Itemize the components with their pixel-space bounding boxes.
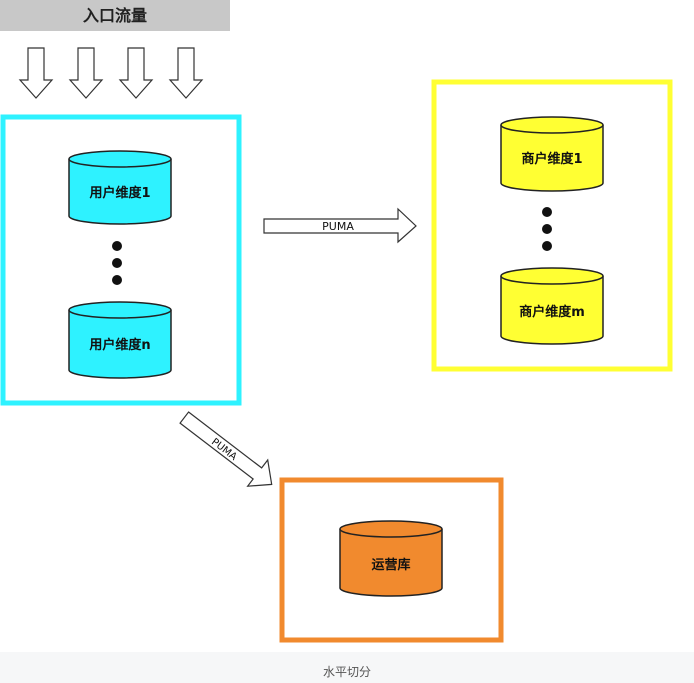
arrow-to-ops: PUMA — [179, 411, 273, 487]
merchant-db-bottom: 商户维度m — [500, 267, 604, 345]
user-db-bottom: 用户维度n — [68, 301, 172, 379]
arrow-to-merchant: PUMA — [263, 207, 417, 244]
caption-band — [0, 652, 694, 683]
down-arrow-icon — [18, 47, 54, 99]
database-icon — [68, 310, 172, 379]
merchant-db-bottom-label: 商户维度m — [519, 304, 585, 320]
sharding-diagram: 入口流量 用户维度1 用户维度n PUMA 商户维度1 — [0, 0, 673, 643]
database-icon — [500, 125, 604, 192]
user-db-bottom-label: 用户维度n — [88, 337, 150, 353]
down-arrow-icon — [118, 47, 154, 99]
diagonal-arrow-icon — [179, 411, 273, 487]
user-group-box — [0, 114, 242, 406]
database-icon — [68, 159, 172, 225]
user-db-top: 用户维度1 — [68, 150, 172, 225]
merchant-db-top-label: 商户维度1 — [521, 151, 582, 167]
ops-db: 运营库 — [339, 520, 443, 597]
title-bar — [0, 0, 230, 31]
merchant-group-box — [431, 79, 673, 372]
user-db-top-label: 用户维度1 — [88, 185, 150, 201]
title-text: 入口流量 — [83, 6, 147, 25]
ops-group-box — [279, 477, 504, 643]
down-arrow-icon — [68, 47, 104, 99]
database-icon — [500, 276, 604, 345]
right-arrow-icon — [263, 207, 417, 244]
puma-label: PUMA — [322, 220, 354, 233]
ops-db-label: 运营库 — [371, 557, 410, 573]
down-arrow-icon — [168, 47, 204, 99]
ellipsis-dots — [542, 207, 552, 251]
merchant-db-top: 商户维度1 — [500, 116, 604, 192]
figure-caption: 水平切分 — [322, 665, 371, 679]
ellipsis-dots — [112, 241, 122, 285]
database-icon — [339, 529, 443, 597]
incoming-traffic-arrows — [18, 47, 204, 99]
